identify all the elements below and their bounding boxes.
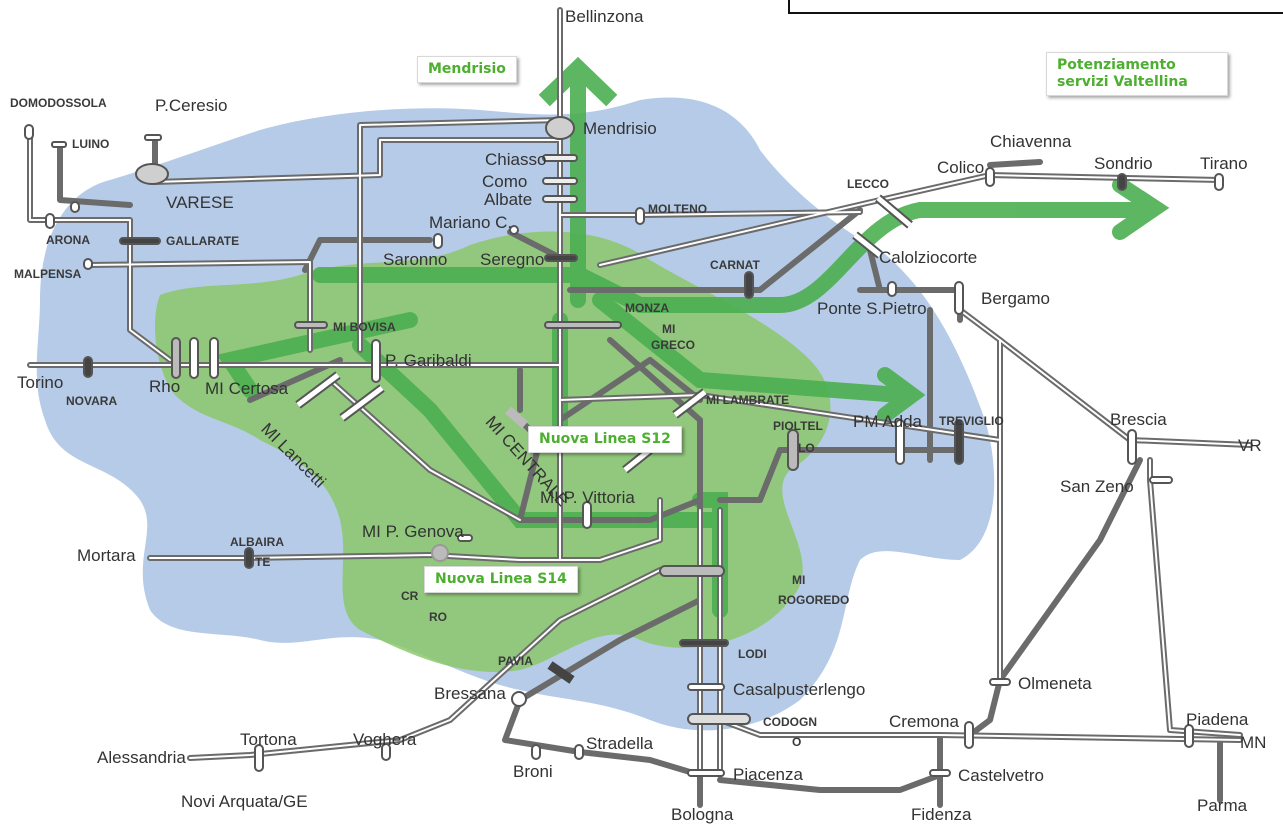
station-label: NOVARA	[66, 394, 118, 408]
station-label: ROGOREDO	[778, 593, 850, 607]
station-label: Tirano	[1200, 154, 1248, 173]
station-label: Olmeneta	[1018, 674, 1092, 693]
frame-edge	[788, 0, 1283, 14]
station-label: MI	[662, 322, 676, 336]
callout-valtellina: Potenziamento servizi Valtellina	[1046, 52, 1228, 96]
station-label: Sondrio	[1094, 154, 1153, 173]
station-label: San Zeno	[1060, 477, 1134, 496]
station-label: Albate	[484, 190, 533, 209]
station-label: DOMODOSSOLA	[10, 96, 107, 110]
station-label: Torino	[17, 373, 64, 392]
station-label: MN	[1240, 733, 1267, 752]
station-label: Parma	[1197, 796, 1248, 815]
station-label: PAVIA	[498, 654, 533, 668]
station-label: Colico	[937, 158, 985, 177]
station-label: MI P. Vittoria	[540, 488, 635, 507]
station-label: CR	[401, 589, 419, 603]
station-label: MI	[792, 573, 806, 587]
station-label: Ponte S.Pietro	[817, 299, 927, 318]
station-label: ARONA	[46, 233, 90, 247]
station-label: Bellinzona	[565, 7, 644, 26]
station-label: GRECO	[651, 338, 696, 352]
station-label: Fidenza	[911, 805, 972, 824]
station-label: LO	[798, 441, 815, 455]
station-label: P. Garibaldi	[385, 351, 472, 370]
station-label: P.Ceresio	[155, 96, 228, 115]
station-label: Piacenza	[733, 765, 803, 784]
station-label: MI LAMBRATE	[706, 393, 790, 407]
station-label: RO	[429, 610, 447, 624]
station-label: Mortara	[77, 546, 136, 565]
station-label: VR	[1238, 436, 1262, 455]
station-label: MONZA	[625, 301, 669, 315]
station-label: ALBAIRA	[230, 535, 284, 549]
station-label: Seregno	[480, 250, 545, 269]
station-label: TE	[255, 555, 271, 569]
station-label: Calolziocorte	[879, 248, 978, 267]
station-label: Tortona	[240, 730, 297, 749]
station-label: TREVIGLIO	[939, 414, 1004, 428]
callout-mendrisio: Mendrisio	[417, 56, 517, 83]
railway-lines	[27, 7, 1253, 808]
station-label: Novi Arquata/GE	[181, 792, 308, 811]
station-label: Casalpusterlengo	[733, 680, 866, 699]
station-label: VARESE	[166, 193, 234, 212]
station-label: MOLTENO	[648, 202, 708, 216]
station-label: Bologna	[671, 805, 734, 824]
station-label: CODOGN	[763, 715, 817, 729]
station-label: MALPENSA	[14, 267, 82, 281]
station-label: Voghera	[353, 730, 417, 749]
station-label: LECCO	[847, 177, 889, 191]
station-label: Stradella	[586, 734, 654, 753]
station-label: Bergamo	[981, 289, 1050, 308]
station-label: Alessandria	[97, 748, 186, 767]
station-label: Cremona	[889, 712, 959, 731]
callout-s12: Nuova Linea S12	[528, 426, 682, 453]
station-label: PIOLTEL	[773, 419, 823, 433]
station-label: Mendrisio	[583, 119, 657, 138]
station-label: O	[792, 735, 802, 749]
station-label: Como	[482, 172, 528, 191]
station-label: Rho	[149, 377, 181, 396]
station-label: Bressana	[434, 684, 506, 703]
station-markers	[24, 116, 1224, 777]
station-label: MI Certosa	[205, 379, 289, 398]
station-label: LODI	[738, 647, 767, 661]
station-label: GALLARATE	[166, 234, 240, 248]
station-label: CARNAT	[710, 258, 760, 272]
station-label: Saronno	[383, 250, 448, 269]
station-label: MI P. Genova	[362, 522, 464, 541]
station-label: Chiasso	[485, 150, 547, 169]
station-label: Broni	[513, 762, 553, 781]
station-label: Brescia	[1110, 410, 1167, 429]
station-label: Castelvetro	[958, 766, 1044, 785]
station-label: Mariano C.	[429, 213, 513, 232]
station-label: MI BOVISA	[333, 320, 396, 334]
callout-s14: Nuova Linea S14	[424, 566, 578, 593]
station-label: Piadena	[1186, 710, 1249, 729]
station-label: Chiavenna	[990, 132, 1072, 151]
station-label: PM Adda	[853, 412, 922, 431]
station-label: LUINO	[72, 137, 110, 151]
